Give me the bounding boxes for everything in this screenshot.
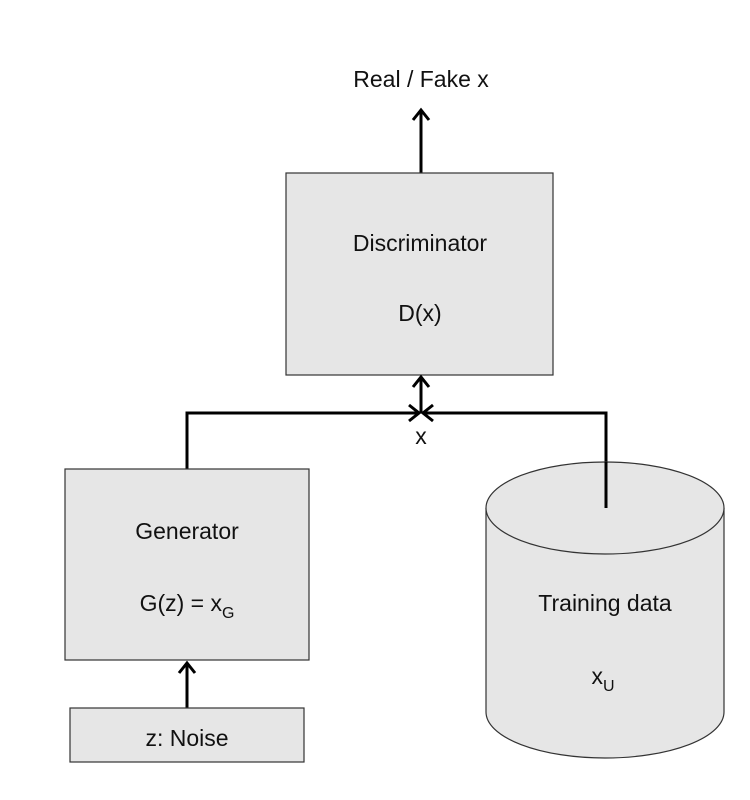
junction-label: x: [415, 423, 427, 449]
discriminator-block: Discriminator D(x): [285, 172, 554, 376]
output-arrow: [411, 107, 431, 173]
noise-label: z: Noise: [145, 725, 228, 751]
output-label: Real / Fake x: [353, 66, 489, 92]
noise-box: [69, 707, 305, 763]
training-data-cylinder: Training data xU: [485, 461, 725, 759]
training-data-title: Training data: [538, 590, 672, 616]
generator-title: Generator: [135, 518, 239, 544]
discriminator-title: Discriminator: [353, 230, 488, 256]
training-data-variable: xU: [591, 663, 614, 695]
discriminator-formula: D(x): [398, 300, 441, 326]
generator-block: Generator G(z) = xG: [64, 468, 310, 661]
generator-branch: [185, 403, 422, 469]
noise-block: z: Noise: [69, 707, 305, 763]
input-arrow: [411, 374, 431, 413]
generator-formula: G(z) = xG: [140, 590, 235, 622]
discriminator-box: [285, 172, 554, 376]
generator-box: [64, 468, 310, 661]
cylinder-body: [485, 508, 725, 759]
noise-arrow: [177, 660, 197, 708]
